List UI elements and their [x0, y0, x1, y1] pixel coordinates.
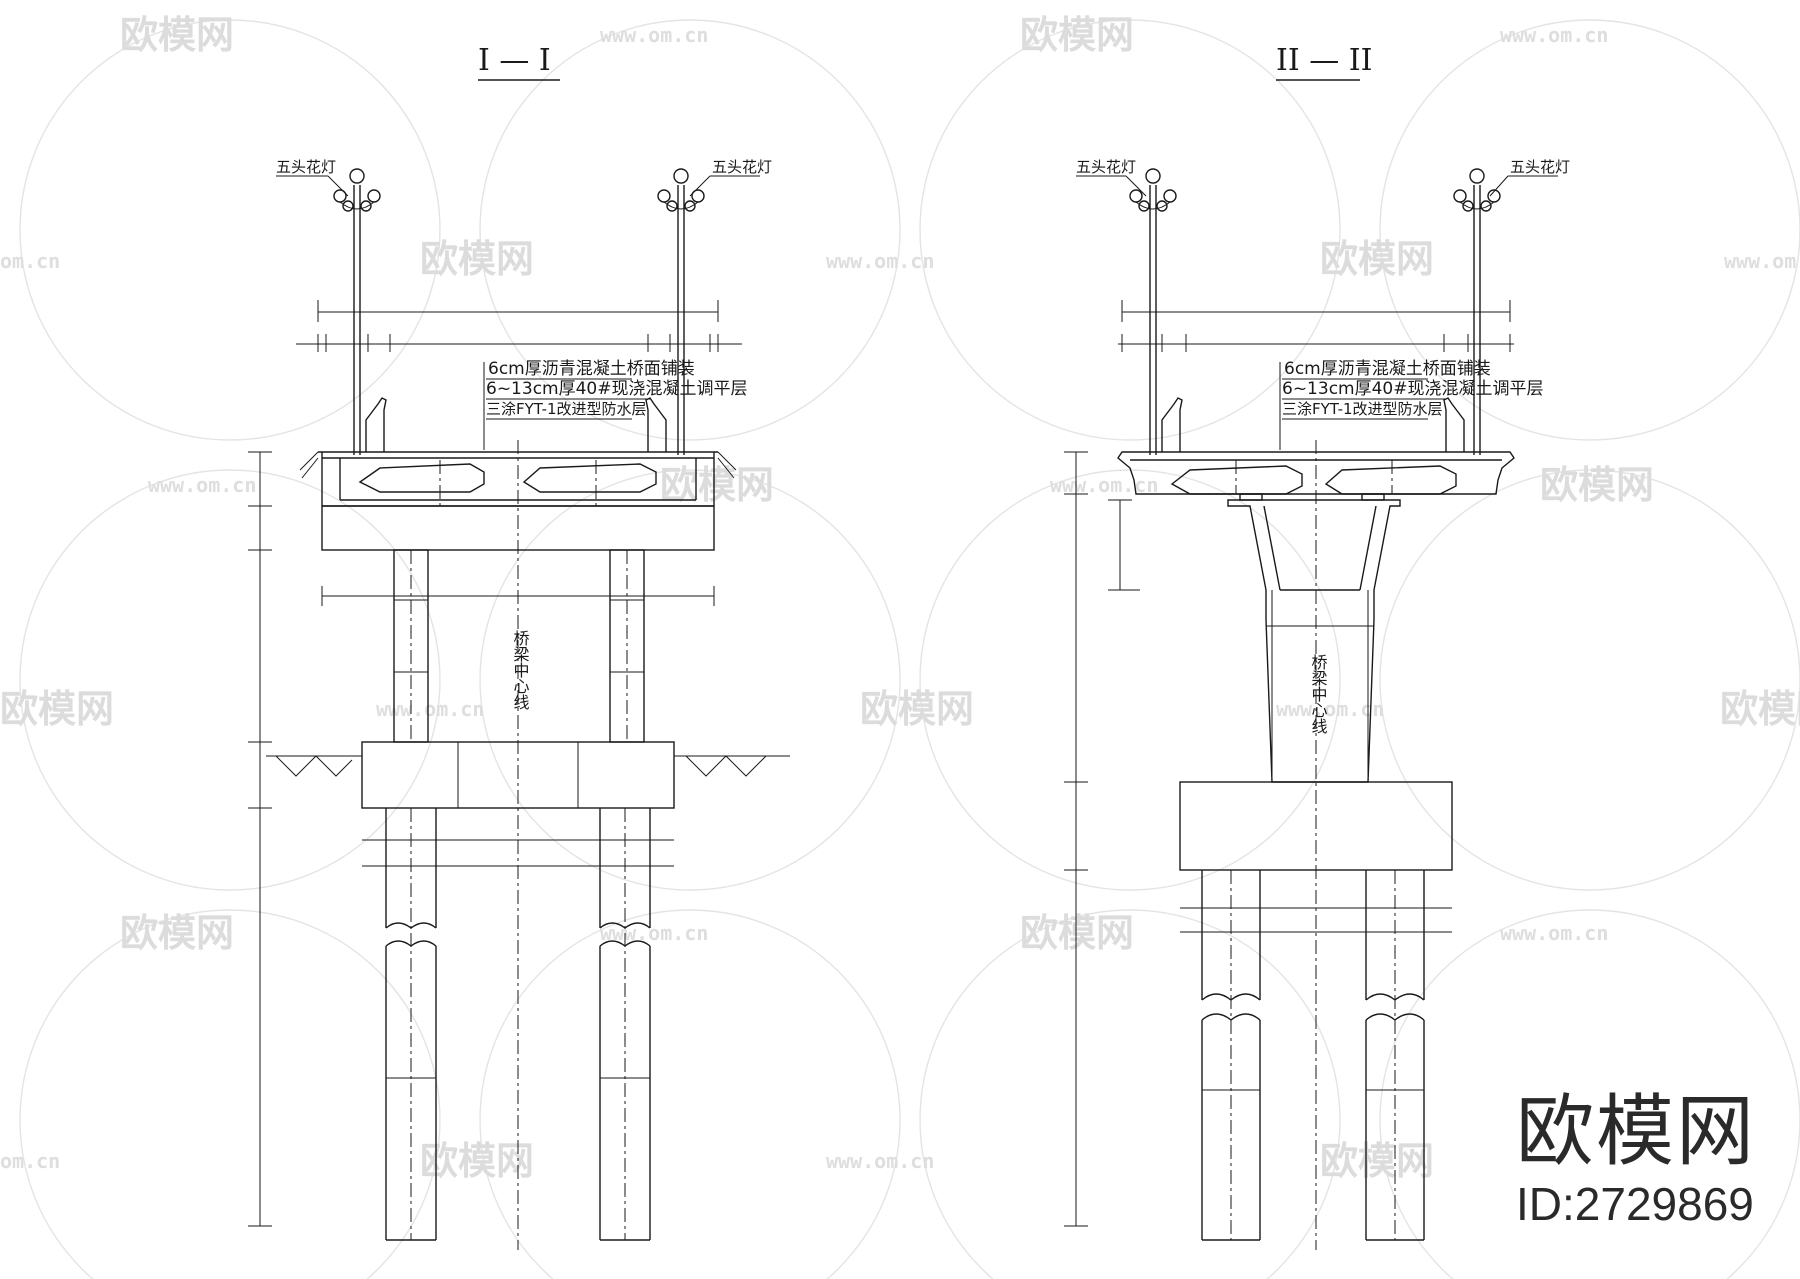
watermark-logo: 欧模网 [120, 13, 234, 57]
leader-line [1125, 175, 1147, 197]
piles [385, 808, 651, 1241]
watermark-url: www.om.cn [1500, 921, 1608, 945]
watermark-logo: 欧模网 [1320, 1139, 1434, 1183]
watermark-logo: 欧模网 [1020, 13, 1134, 57]
watermark-logo: 欧模网 [120, 911, 234, 955]
ground-hatch [266, 755, 790, 777]
watermark-url: om.cn [0, 1149, 60, 1173]
lamp-label-right: 五头花灯 [1510, 158, 1570, 176]
section-title-right: II — II [1276, 43, 1372, 78]
watermark-url: www.om.cn [826, 249, 934, 273]
watermark-url: www.om.cn [600, 921, 708, 945]
lamp-post-right [657, 168, 705, 455]
note-waterproof: 三涂FYT-1改进型防水层 [1282, 400, 1443, 418]
brand-name: 欧模网 [1516, 1087, 1757, 1177]
lamp-post-left [333, 168, 381, 455]
brand-id: ID:2729869 [1516, 1178, 1754, 1230]
watermark-url: www.om.cn [826, 1149, 934, 1173]
watermark-url: www.om.cn [148, 473, 256, 497]
lamp-post-left [1129, 168, 1177, 455]
watermark-logo: 欧模网 [1540, 463, 1654, 507]
bearing [1239, 493, 1263, 501]
watermark-logo: 欧模网 [420, 1139, 534, 1183]
centerline-label: 桥梁中心线 [1309, 654, 1328, 734]
railing-left [365, 397, 387, 452]
watermark-logo: 欧模网 [860, 687, 974, 731]
deck-notes: 6cm厚沥青混凝土桥面铺装 6~13cm厚40#现浇混凝土调平层 三涂FYT-1… [483, 359, 747, 450]
watermark-url: www.om.cn [1276, 697, 1384, 721]
watermark-logo: 欧模网 [1020, 911, 1134, 955]
watermark-logo: 欧模网 [1720, 687, 1800, 731]
note-leveling: 6~13cm厚40#现浇混凝土调平层 [486, 379, 747, 399]
pile-cap [361, 741, 675, 809]
section-right: II — II 五头花灯 五头花灯 [1064, 43, 1570, 1250]
leader-line [1489, 175, 1509, 197]
watermark-logo: 欧模网 [1320, 237, 1434, 281]
brand-watermark: 欧模网 ID:2729869 [1516, 1090, 1776, 1230]
railing-left [1161, 397, 1183, 452]
deck-notes: 6cm厚沥青混凝土桥面铺装 6~13cm厚40#现浇混凝土调平层 三涂FYT-1… [1279, 359, 1543, 450]
note-asphalt: 6cm厚沥青混凝土桥面铺装 [1284, 359, 1491, 379]
watermark-logo: 欧模网 [420, 237, 534, 281]
watermark-url: om.cn [0, 249, 60, 273]
dimension-lines-top [296, 300, 742, 352]
piles [1201, 870, 1425, 1241]
dimension-lines-top [1118, 300, 1514, 352]
lamp-label-left: 五头花灯 [1076, 158, 1136, 176]
elevation-dimension-left [248, 451, 272, 1227]
note-waterproof: 三涂FYT-1改进型防水层 [486, 400, 647, 418]
watermark-logo: 欧模网 [0, 687, 114, 731]
watermark-url: www.om.cn [1050, 473, 1158, 497]
watermark-layer: 欧模网 欧模网 www.om.cn www.om.cn 欧模网 欧模网 om.c… [0, 13, 1800, 1279]
watermark-arcs [19, 19, 1800, 1279]
railing-right [1443, 397, 1465, 452]
section-left: I — I 五头花灯 五头花灯 [248, 43, 790, 1250]
pile-cap [1179, 781, 1453, 871]
lamp-label-left: 五头花灯 [276, 158, 336, 176]
watermark-url: www.om.cn [376, 697, 484, 721]
elevation-dimension-right [1064, 451, 1140, 1227]
bearing [1361, 493, 1385, 501]
watermark-url: www.om.cn [1724, 249, 1800, 273]
lamp-post-right [1453, 168, 1501, 455]
watermark-url: www.om.cn [600, 23, 708, 47]
lamp-label-right: 五头花灯 [712, 158, 772, 176]
railing-right [645, 397, 667, 452]
note-leveling: 6~13cm厚40#现浇混凝土调平层 [1282, 379, 1543, 399]
watermark-url: www.om.cn [1500, 23, 1608, 47]
section-title-left: I — I [478, 43, 551, 78]
note-asphalt: 6cm厚沥青混凝土桥面铺装 [488, 359, 695, 379]
centerline-label: 桥梁中心线 [511, 630, 530, 710]
y-pier [1227, 499, 1401, 783]
